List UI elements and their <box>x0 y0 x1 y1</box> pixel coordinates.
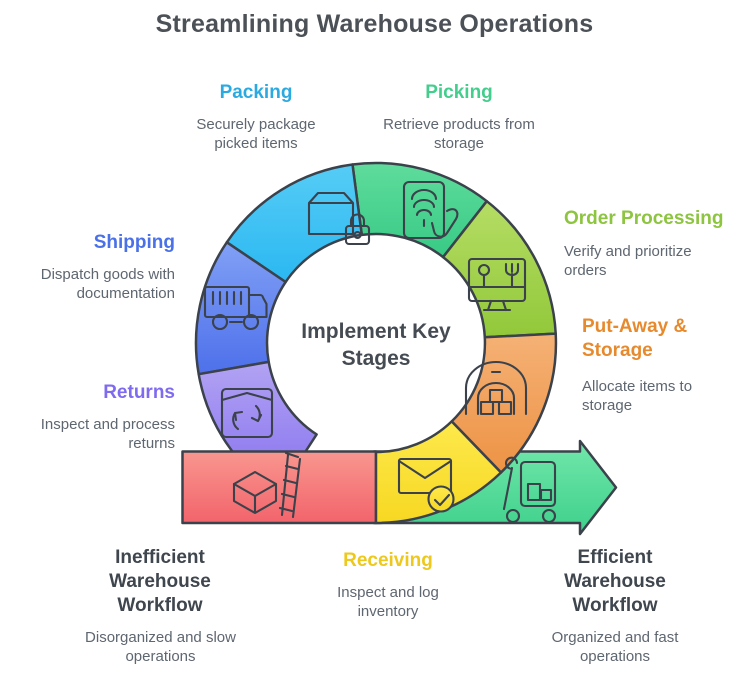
stage-desc-receiving: Inspect and log inventory <box>337 584 439 620</box>
inefficient-box-icon <box>232 451 302 519</box>
stage-label-returns: Returns <box>103 382 175 403</box>
stage-desc-order-processing: Verify and prioritize orders <box>564 243 692 279</box>
stage-desc-packing: Securely package picked items <box>196 116 316 152</box>
stage-label-put-away: Put-Away & Storage <box>582 316 688 361</box>
center-label: Implement Key Stages <box>301 320 451 370</box>
stage-label-receiving: Receiving <box>343 550 433 571</box>
stage-label-packing: Packing <box>219 82 293 103</box>
stage-desc-put-away: Allocate items to storage <box>582 378 693 414</box>
picking-icon <box>402 180 459 240</box>
shipping-icon <box>203 285 268 331</box>
page-title: Streamlining Warehouse Operations <box>155 10 594 38</box>
segment-order-processing <box>441 199 557 339</box>
packing-icon <box>307 191 371 246</box>
inefficient-workflow-desc: Disorganized and slow operations <box>85 629 236 665</box>
inefficient-workflow-title: Inefficient Warehouse Workflow <box>109 547 211 616</box>
stage-desc-returns: Inspect and process returns <box>40 416 175 452</box>
stage-desc-shipping: Dispatch goods with documentation <box>40 266 175 302</box>
efficient-workflow-desc: Organized and fast operations <box>551 629 679 665</box>
returns-icon <box>220 387 274 439</box>
efficient-handtruck-icon <box>502 456 557 524</box>
stage-desc-picking: Retrieve products from storage <box>383 116 535 152</box>
order-processing-icon <box>467 257 527 312</box>
stage-label-shipping: Shipping <box>93 232 175 253</box>
stage-label-picking: Picking <box>425 82 493 103</box>
inefficient-band-shape <box>181 450 378 525</box>
efficient-workflow-title: Efficient Warehouse Workflow <box>564 547 666 616</box>
put-away-icon <box>464 361 528 416</box>
receiving-icon <box>397 457 455 513</box>
segment-receiving <box>374 420 503 525</box>
stage-label-order-processing: Order Processing <box>564 208 724 229</box>
